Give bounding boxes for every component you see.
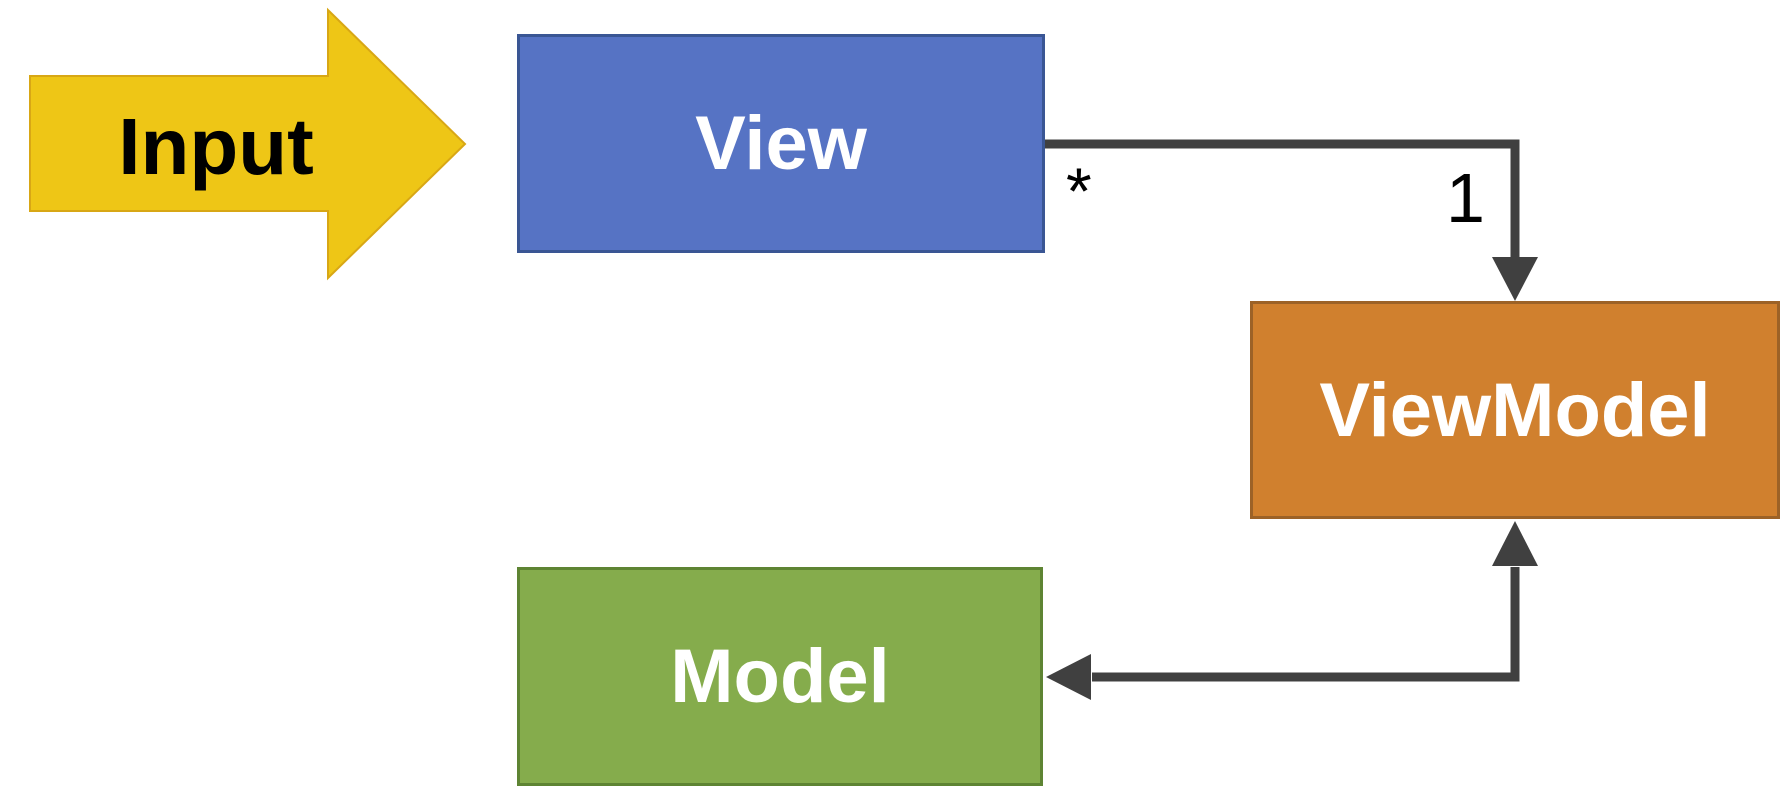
arrowhead-up-icon: [1492, 521, 1538, 566]
arrowhead-down-icon: [1492, 257, 1538, 301]
viewmodel-node: ViewModel: [1250, 301, 1780, 519]
model-node-label: Model: [670, 634, 890, 719]
right-arrow-icon: [29, 7, 467, 281]
input-arrow-label: Input: [118, 102, 314, 191]
viewmodel-node-label: ViewModel: [1319, 367, 1711, 453]
connector-viewmodel-to-model: [1092, 567, 1520, 682]
connector-view-to-viewmodel: [1045, 139, 1520, 257]
arrowhead-left-icon: [1046, 654, 1091, 700]
input-arrow-node: Input: [30, 92, 402, 202]
view-node: View: [517, 34, 1045, 253]
input-arrow-shape: [29, 7, 467, 281]
edge-source-multiplicity-label: *: [1066, 154, 1092, 228]
view-node-label: View: [695, 101, 867, 186]
edge-target-multiplicity-label: 1: [1446, 159, 1485, 237]
model-node: Model: [517, 567, 1043, 786]
